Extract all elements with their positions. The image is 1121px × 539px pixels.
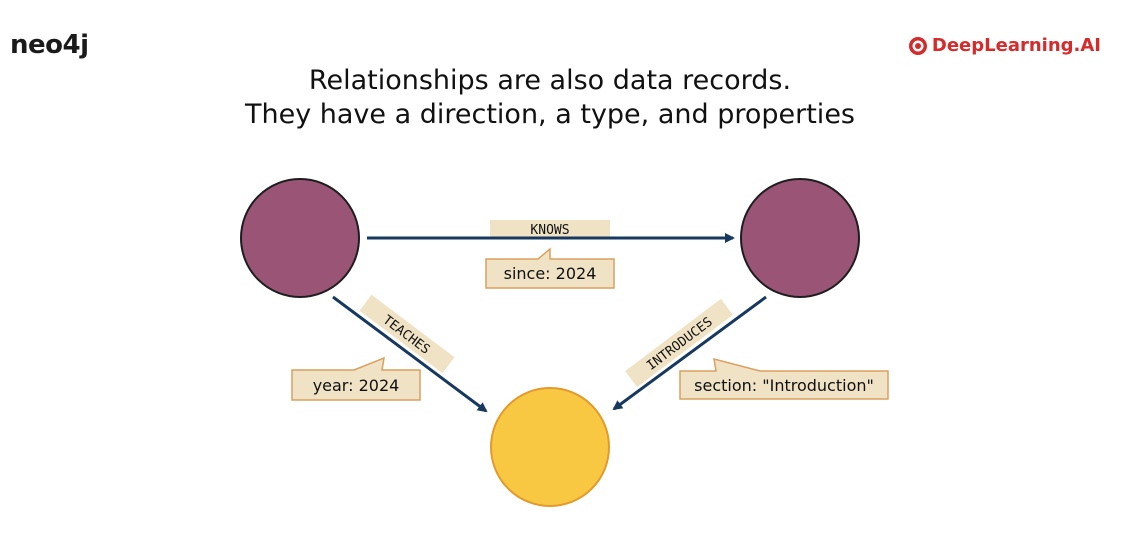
introduces-property: section: "Introduction" (694, 376, 874, 395)
teaches-type-label-bg (359, 294, 455, 374)
teaches-property-callout: year: 2024 (291, 356, 421, 401)
relationship-knows: KNOWS since: 2024 (367, 220, 735, 289)
deeplearning-ai-logo: DeepLearning.AI (908, 35, 1101, 56)
title-line-2: They have a direction, a type, and prope… (245, 99, 855, 130)
knows-property: since: 2024 (504, 264, 597, 283)
slide-title: Relationships are also data records. The… (0, 64, 1100, 132)
knows-type-label: KNOWS (530, 223, 569, 238)
course-node (490, 387, 610, 507)
introduces-type-label-bg (625, 298, 733, 388)
teaches-property: year: 2024 (313, 376, 400, 395)
knows-property-callout: since: 2024 (485, 247, 615, 289)
introduces-type-label: INTRODUCES (644, 315, 716, 374)
relationship-introduces: INTRODUCES section: "Introduction" (612, 295, 889, 411)
deeplearning-ai-wordmark: DeepLearning.AI (931, 35, 1101, 56)
knows-type-label-bg (490, 220, 610, 238)
relationship-teaches: TEACHES year: 2024 (291, 294, 488, 413)
introduces-property-callout: section: "Introduction" (679, 357, 889, 400)
deeplearning-ai-icon (908, 36, 927, 55)
introduces-arrow (612, 295, 767, 411)
teaches-arrow (332, 295, 488, 413)
person-node-right (740, 178, 860, 298)
neo4j-logo: neo4j (10, 30, 89, 60)
person-node-left (240, 178, 360, 298)
title-line-1: Relationships are also data records. (308, 65, 792, 96)
